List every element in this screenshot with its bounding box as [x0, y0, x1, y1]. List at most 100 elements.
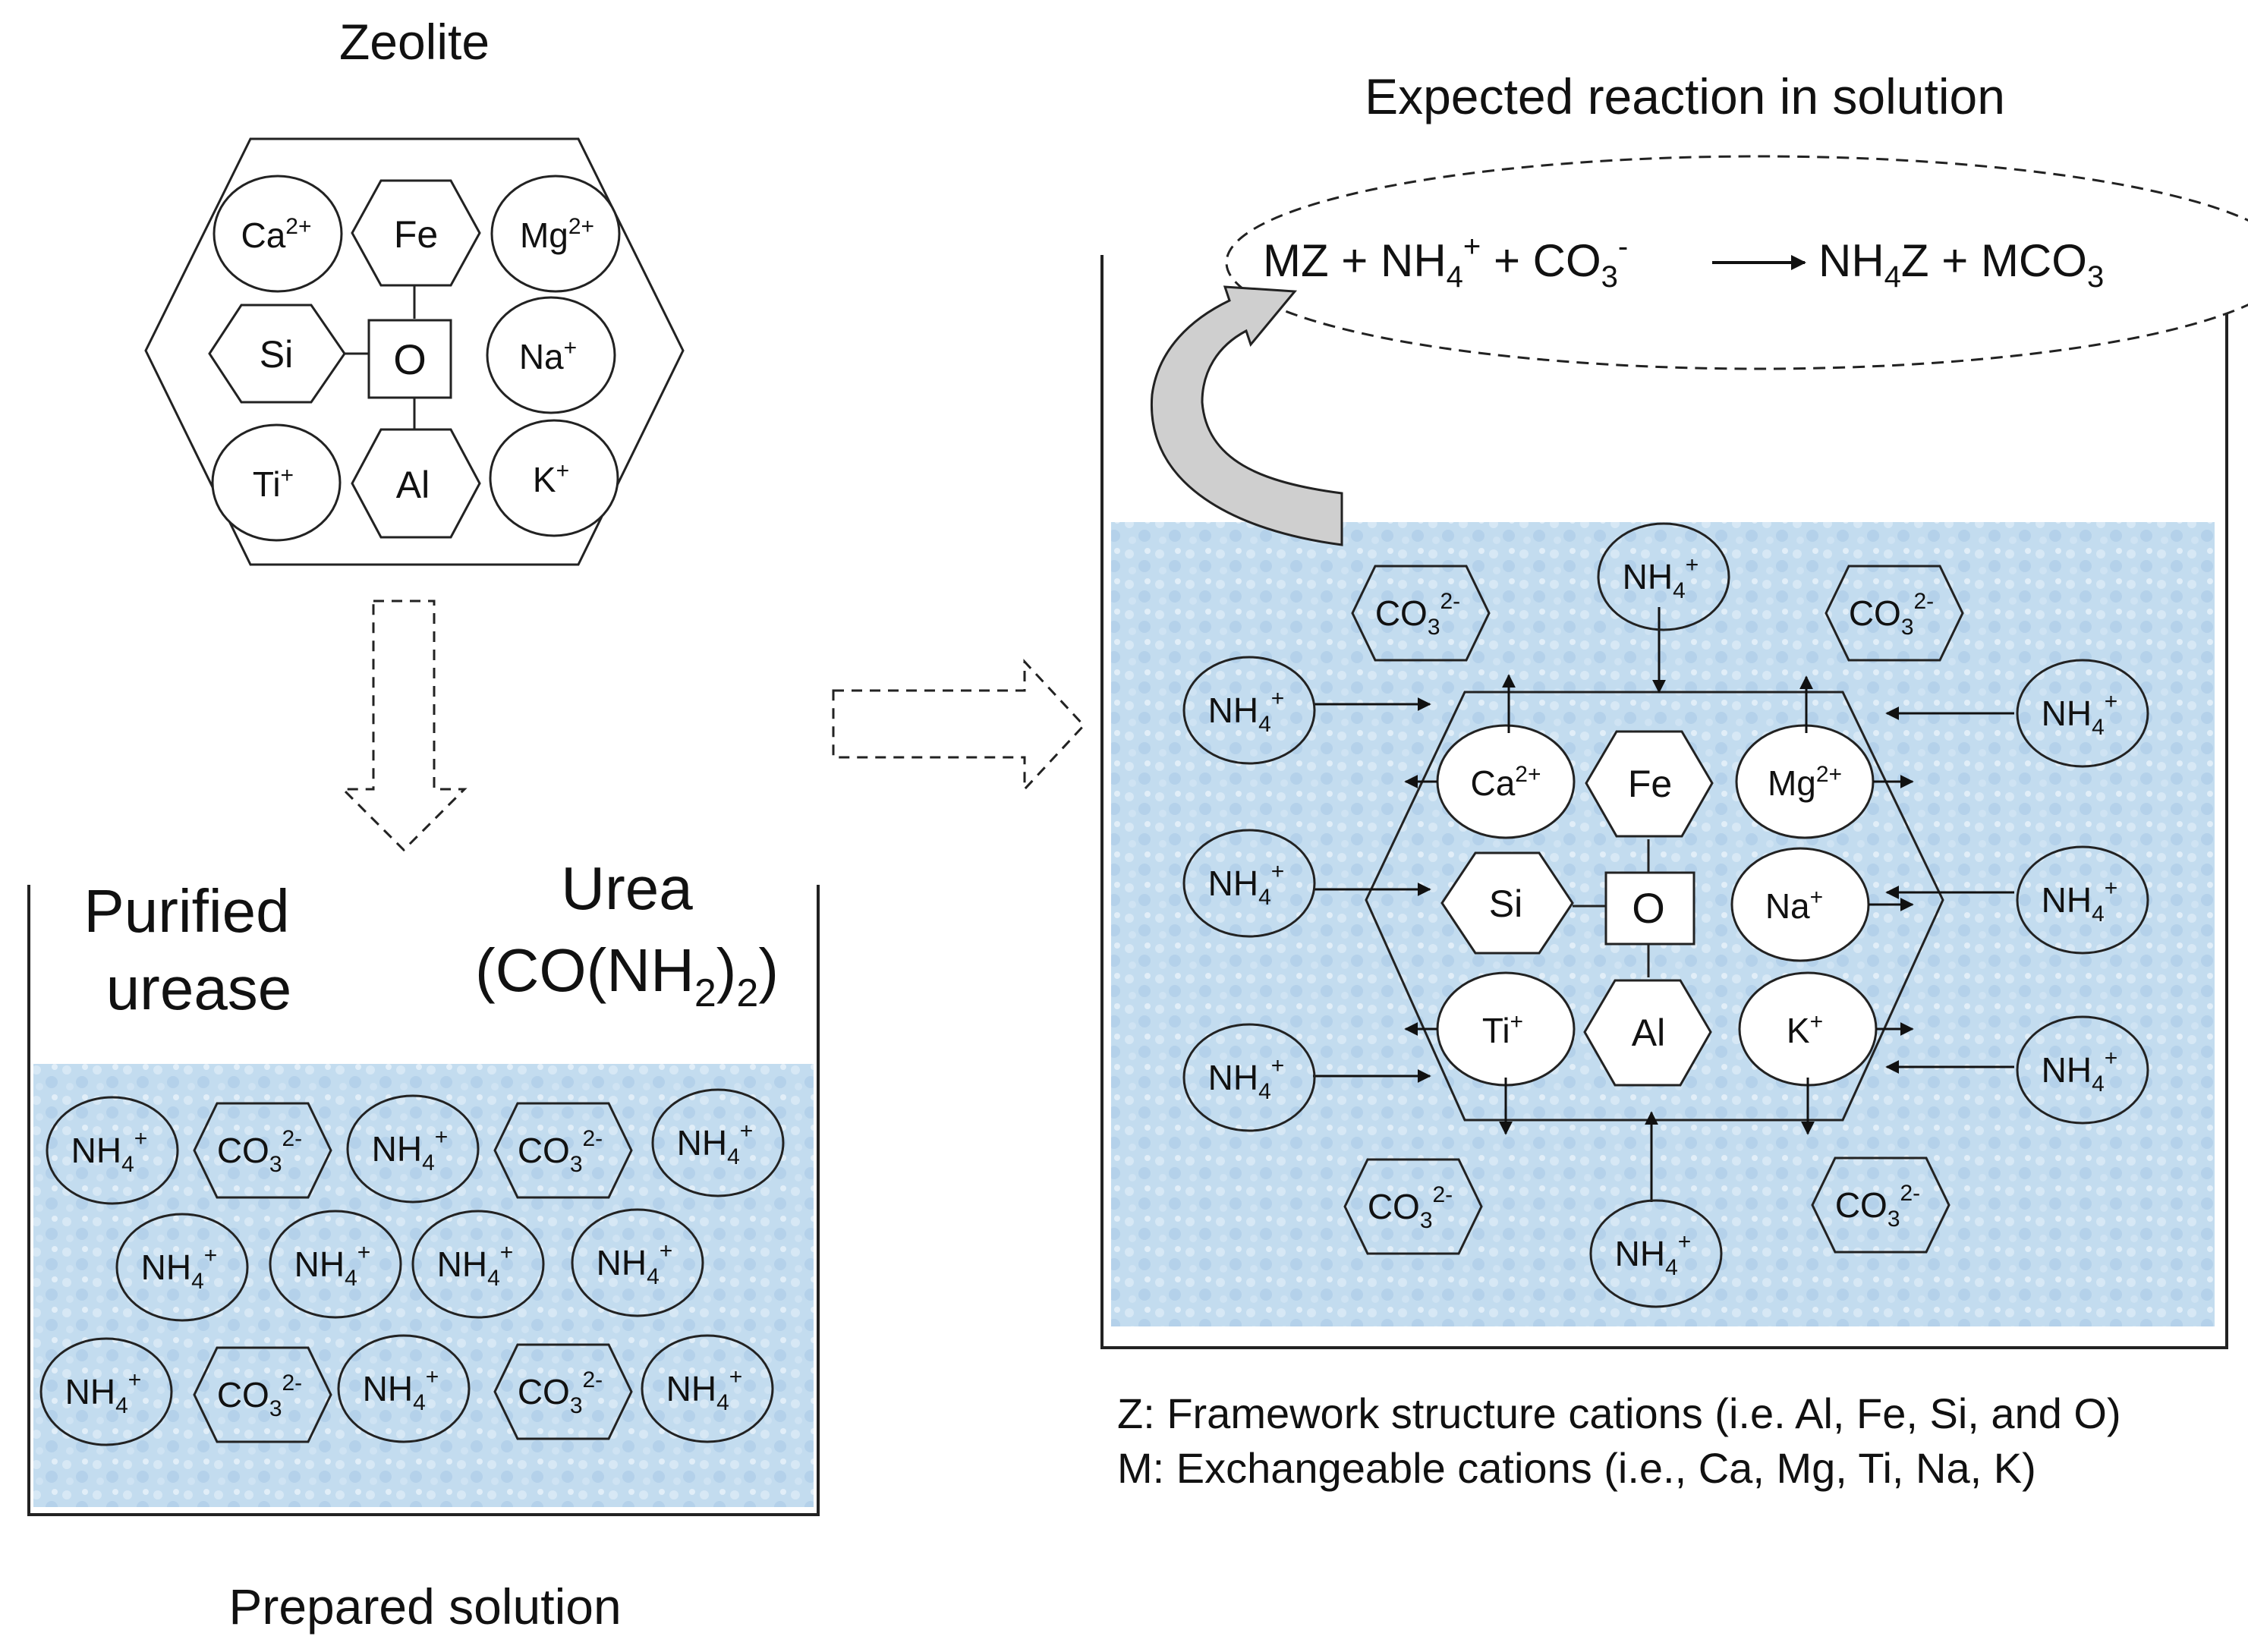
ca-label: Ca [241, 216, 285, 255]
mg-charge: 2+ [568, 214, 594, 239]
ammonium-ion: NH4+ [2016, 659, 2149, 768]
svg-text:NH4+: NH4+ [2042, 689, 2118, 740]
svg-text:Ti+: Ti+ [1482, 1009, 1523, 1050]
dashed-right-arrow [832, 659, 1086, 792]
carbonate-ion: CO32- [193, 1346, 332, 1443]
oxygen-label: O [393, 335, 427, 383]
svg-text:CO32-: CO32- [518, 1126, 603, 1177]
k-charge: + [556, 458, 570, 483]
ammonium-ion: NH4+ [2016, 1015, 2149, 1125]
prepared-solution-beaker: Purified urease Urea (CO(NH2)2) NH4+ CO32… [27, 854, 820, 1635]
urea-formula: (CO(NH2)2) [475, 936, 779, 1015]
carbonate-ion: CO32- [1811, 1156, 1950, 1254]
svg-text:CO32-: CO32- [1835, 1181, 1920, 1232]
svg-text:CO32-: CO32- [1849, 589, 1934, 640]
ammonium-ion: NH4+ [46, 1096, 179, 1205]
reaction-equation-left: MZ + NH4+ + CO3- [1263, 230, 1628, 294]
svg-text:CO32-: CO32- [217, 1370, 302, 1421]
exchange-arrows-out [1404, 674, 1914, 1135]
ammonium-ion: NH4+ [39, 1337, 173, 1446]
svg-text:NH4+: NH4+ [1615, 1229, 1692, 1280]
svg-text:NH4+: NH4+ [65, 1367, 142, 1418]
ca-cation [213, 175, 343, 293]
svg-text:CO32-: CO32- [1375, 589, 1460, 640]
mg-label: Mg [520, 216, 568, 255]
svg-text:Ti+: Ti+ [253, 463, 294, 504]
svg-text:NH4+: NH4+ [294, 1240, 371, 1291]
ti-label: Ti [253, 464, 281, 504]
ammonium-ion: NH4+ [1589, 1199, 1723, 1308]
svg-text:K+: K+ [1787, 1009, 1823, 1050]
al-label: Al [396, 464, 430, 506]
na-label: Na [519, 337, 564, 376]
solution-al-label: Al [1632, 1012, 1665, 1054]
urease-label-line2: urease [106, 955, 292, 1022]
svg-text:Ca2+: Ca2+ [241, 214, 311, 255]
si-hexagon [208, 304, 346, 404]
svg-text:Ca2+: Ca2+ [1470, 762, 1541, 803]
carbonate-ion: CO32- [1351, 565, 1491, 662]
carbonate-ion: CO32- [493, 1343, 633, 1440]
svg-text:NH4+: NH4+ [597, 1238, 673, 1289]
svg-text:NH4+: NH4+ [1208, 859, 1285, 910]
ammonium-ion: NH4+ [1182, 1023, 1316, 1132]
ammonium-ion: NH4+ [1182, 829, 1316, 938]
solution-ca-label: Ca [1470, 763, 1515, 803]
ammonium-ion: NH4+ [1182, 656, 1316, 765]
fe-label: Fe [394, 213, 438, 256]
oxygen-box [367, 319, 452, 399]
zeolite-title: Zeolite [339, 14, 490, 70]
svg-text:CO32-: CO32- [217, 1126, 302, 1177]
reaction-title: Expected reaction in solution [1365, 68, 2005, 124]
ti-charge: + [281, 463, 294, 488]
svg-text:CO32-: CO32- [518, 1367, 603, 1418]
ammonium-ion: NH4+ [1597, 522, 1730, 631]
urease-label-line1: Purified [83, 877, 289, 945]
na-cation [486, 296, 616, 414]
ammonium-ion: NH4+ [269, 1210, 402, 1319]
svg-text:Mg2+: Mg2+ [520, 214, 594, 255]
solution-na-label: Na [1765, 886, 1810, 926]
solution-oxygen-label: O [1632, 884, 1665, 932]
solution-oxygen-box [1604, 871, 1695, 946]
svg-text:Na+: Na+ [1765, 885, 1823, 926]
svg-text:NH4+: NH4+ [141, 1243, 218, 1294]
al-hexagon [351, 428, 481, 539]
legend-z: Z: Framework structure cations (i.e. Al,… [1117, 1389, 2121, 1437]
carbonate-ion: CO32- [1825, 565, 1964, 662]
ammonium-ion: NH4+ [2016, 845, 2149, 955]
dashed-down-arrow [340, 599, 468, 852]
solution-ti-label: Ti [1482, 1011, 1510, 1050]
carbonate-ion: CO32- [1343, 1158, 1483, 1255]
reaction-beaker: Expected reaction in solution MZ + NH4+ … [1100, 68, 2248, 1492]
svg-text:NH4+: NH4+ [666, 1364, 743, 1415]
mg-cation [490, 175, 621, 293]
na-charge: + [564, 335, 578, 360]
solution-si-hexagon [1440, 851, 1574, 955]
curved-transfer-arrow [1150, 285, 1343, 546]
svg-text:NH4+: NH4+ [1208, 1053, 1285, 1104]
legend-m: M: Exchangeable cations (i.e., Ca, Mg, T… [1117, 1444, 2036, 1492]
urea-label: Urea [561, 854, 693, 922]
reaction-beaker-outline [1100, 255, 2228, 1349]
solution-zeolite-hexagon [1365, 691, 1944, 1122]
carbonate-ion: CO32- [193, 1102, 332, 1199]
solution-fe-hexagon [1585, 730, 1714, 838]
prepared-solution-water [33, 1064, 814, 1507]
svg-text:NH4+: NH4+ [2042, 876, 2118, 927]
reaction-equation-right: NH4Z + MCO3 [1818, 235, 2104, 294]
svg-text:Mg2+: Mg2+ [1768, 762, 1842, 803]
solution-si-label: Si [1489, 883, 1522, 925]
prepared-beaker-outline [27, 885, 820, 1516]
ammonium-ion: NH4+ [641, 1334, 774, 1443]
solution-al-hexagon [1583, 979, 1712, 1087]
svg-text:NH4+: NH4+ [2042, 1046, 2118, 1097]
ammonium-ion: NH4+ [337, 1334, 471, 1443]
zeolite-structure: Zeolite O Fe Si Al Ca2+ Mg2+ Na+ Ti+ K+ [144, 14, 685, 566]
solution-fe-label: Fe [1628, 763, 1672, 805]
k-label: K [533, 460, 556, 499]
solution-mg-label: Mg [1768, 763, 1816, 803]
k-cation [489, 419, 619, 537]
ammonium-ion: NH4+ [115, 1213, 249, 1322]
